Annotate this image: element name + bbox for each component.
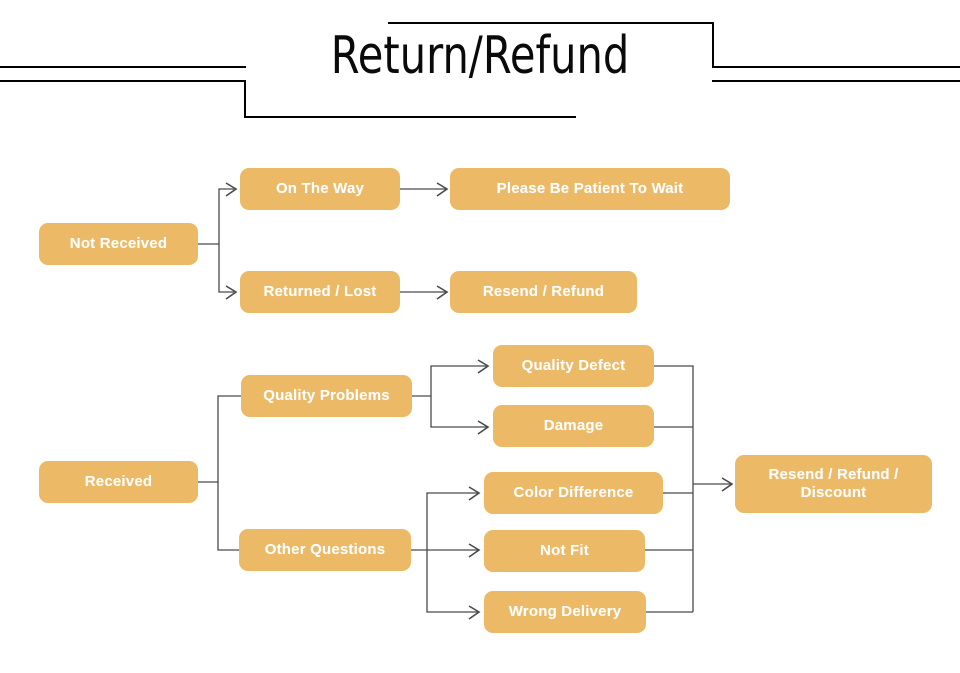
arrow-wrong-delivery (468, 605, 481, 620)
node-quality-problems[interactable]: Quality Problems (241, 375, 412, 417)
node-color-difference[interactable]: Color Difference (484, 472, 663, 514)
node-damage-label: Damage (543, 416, 604, 434)
node-wrong-delivery-label: Wrong Delivery (508, 602, 622, 620)
wire-not-received-split-lower (218, 244, 234, 293)
node-not-received-label: Not Received (69, 234, 168, 252)
arrow-quality-defect (477, 359, 490, 374)
node-resend-refund-label: Resend / Refund (482, 282, 605, 300)
arrow-color-difference (468, 486, 481, 501)
wire-quality-problems-split-lower (430, 396, 487, 428)
node-received[interactable]: Received (39, 461, 198, 503)
node-quality-defect[interactable]: Quality Defect (493, 345, 654, 387)
arrow-resend-refund-discount (721, 477, 734, 492)
title-rule-right-rise (712, 22, 714, 68)
node-resend-refund-discount[interactable]: Resend / Refund / Discount (735, 455, 932, 513)
node-color-difference-label: Color Difference (513, 483, 634, 501)
title-rule-left-lower (0, 80, 246, 82)
node-not-fit[interactable]: Not Fit (484, 530, 645, 572)
node-on-the-way-label: On The Way (275, 179, 365, 197)
wire-received-split-upper (198, 395, 241, 483)
node-quality-defect-label: Quality Defect (521, 356, 626, 374)
node-wrong-delivery[interactable]: Wrong Delivery (484, 591, 646, 633)
wire-other-questions-split-upper (411, 492, 478, 551)
arrow-on-the-way (225, 182, 238, 197)
arrow-please-wait (436, 182, 449, 197)
node-other-questions-label: Other Questions (264, 540, 386, 558)
node-not-fit-label: Not Fit (540, 541, 589, 559)
node-resend-refund-discount-label-line2: Discount (800, 484, 867, 501)
node-other-questions[interactable]: Other Questions (239, 529, 411, 571)
node-please-be-patient-to-wait-label: Please Be Patient To Wait (496, 179, 684, 197)
node-returned-lost-label: Returned / Lost (263, 282, 377, 300)
title-rule-bottom (244, 116, 576, 118)
node-not-received[interactable]: Not Received (39, 223, 198, 265)
wire-received-split-lower (217, 482, 239, 551)
wire-not-received-split (198, 188, 234, 245)
node-resend-refund[interactable]: Resend / Refund (450, 271, 637, 313)
title-rule-top (388, 22, 714, 24)
node-returned-lost[interactable]: Returned / Lost (240, 271, 400, 313)
node-damage[interactable]: Damage (493, 405, 654, 447)
wire-quality-problems-split-upper (412, 365, 487, 397)
node-please-be-patient-to-wait[interactable]: Please Be Patient To Wait (450, 168, 730, 210)
node-quality-problems-label: Quality Problems (263, 386, 390, 404)
title-rule-right-lower (712, 80, 960, 82)
arrow-resend-refund (436, 285, 449, 300)
node-received-label: Received (84, 472, 153, 490)
title-header: Return/Refund (0, 0, 960, 140)
wire-other-questions-split-lower (426, 550, 478, 613)
node-on-the-way[interactable]: On The Way (240, 168, 400, 210)
arrow-not-fit (468, 543, 481, 558)
title-rule-left-drop (244, 80, 246, 118)
title-rule-left-upper (0, 66, 246, 68)
node-resend-refund-discount-label-line1: Resend / Refund / (768, 466, 899, 483)
page-title: Return/Refund (330, 26, 630, 86)
arrow-damage (477, 420, 490, 435)
arrow-returned-lost (225, 285, 238, 300)
title-rule-right-upper (712, 66, 960, 68)
